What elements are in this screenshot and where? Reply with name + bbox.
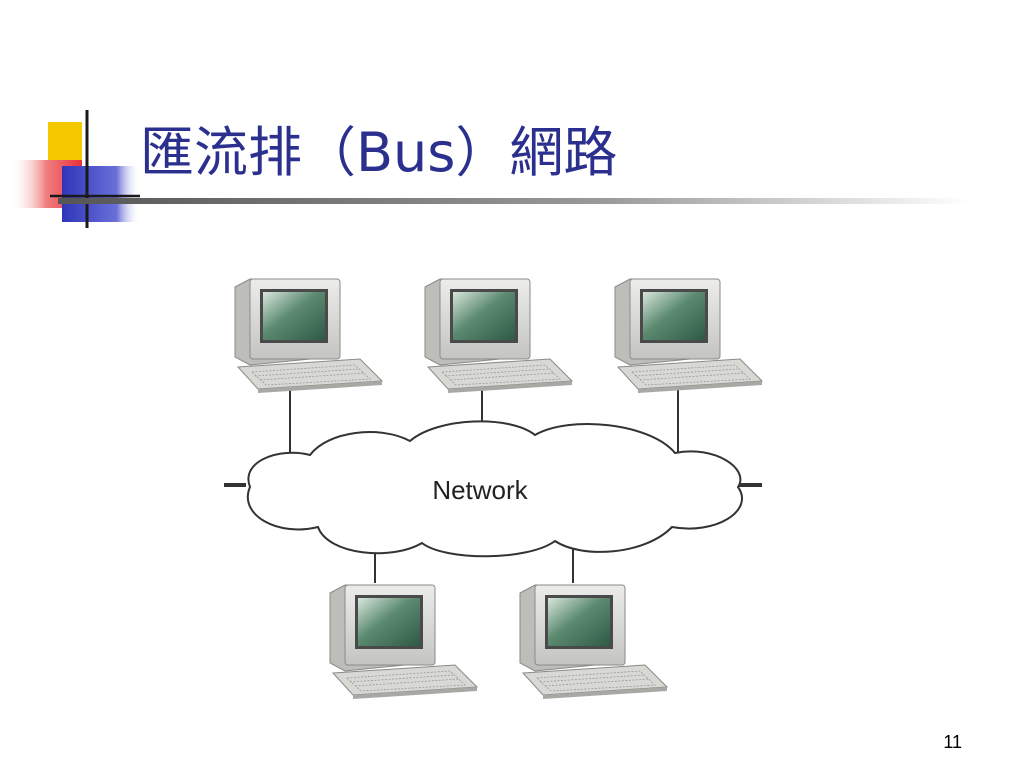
computer-top-middle [424, 278, 573, 394]
deco-blue-bar [62, 166, 140, 222]
computer-top-left [234, 278, 383, 394]
network-cloud [246, 420, 743, 558]
network-label: Network [432, 475, 528, 505]
computer-bottom-right [519, 584, 668, 700]
computer-bottom-left [329, 584, 478, 700]
deco-yellow-square [48, 122, 82, 162]
title-decoration [10, 110, 140, 228]
bus-network-diagram: Network [224, 278, 763, 700]
computer-top-right [614, 278, 763, 394]
page-number: 11 [943, 732, 962, 752]
slide-title: 匯流排（Bus）網路 [140, 121, 618, 184]
title-underline [58, 198, 968, 204]
